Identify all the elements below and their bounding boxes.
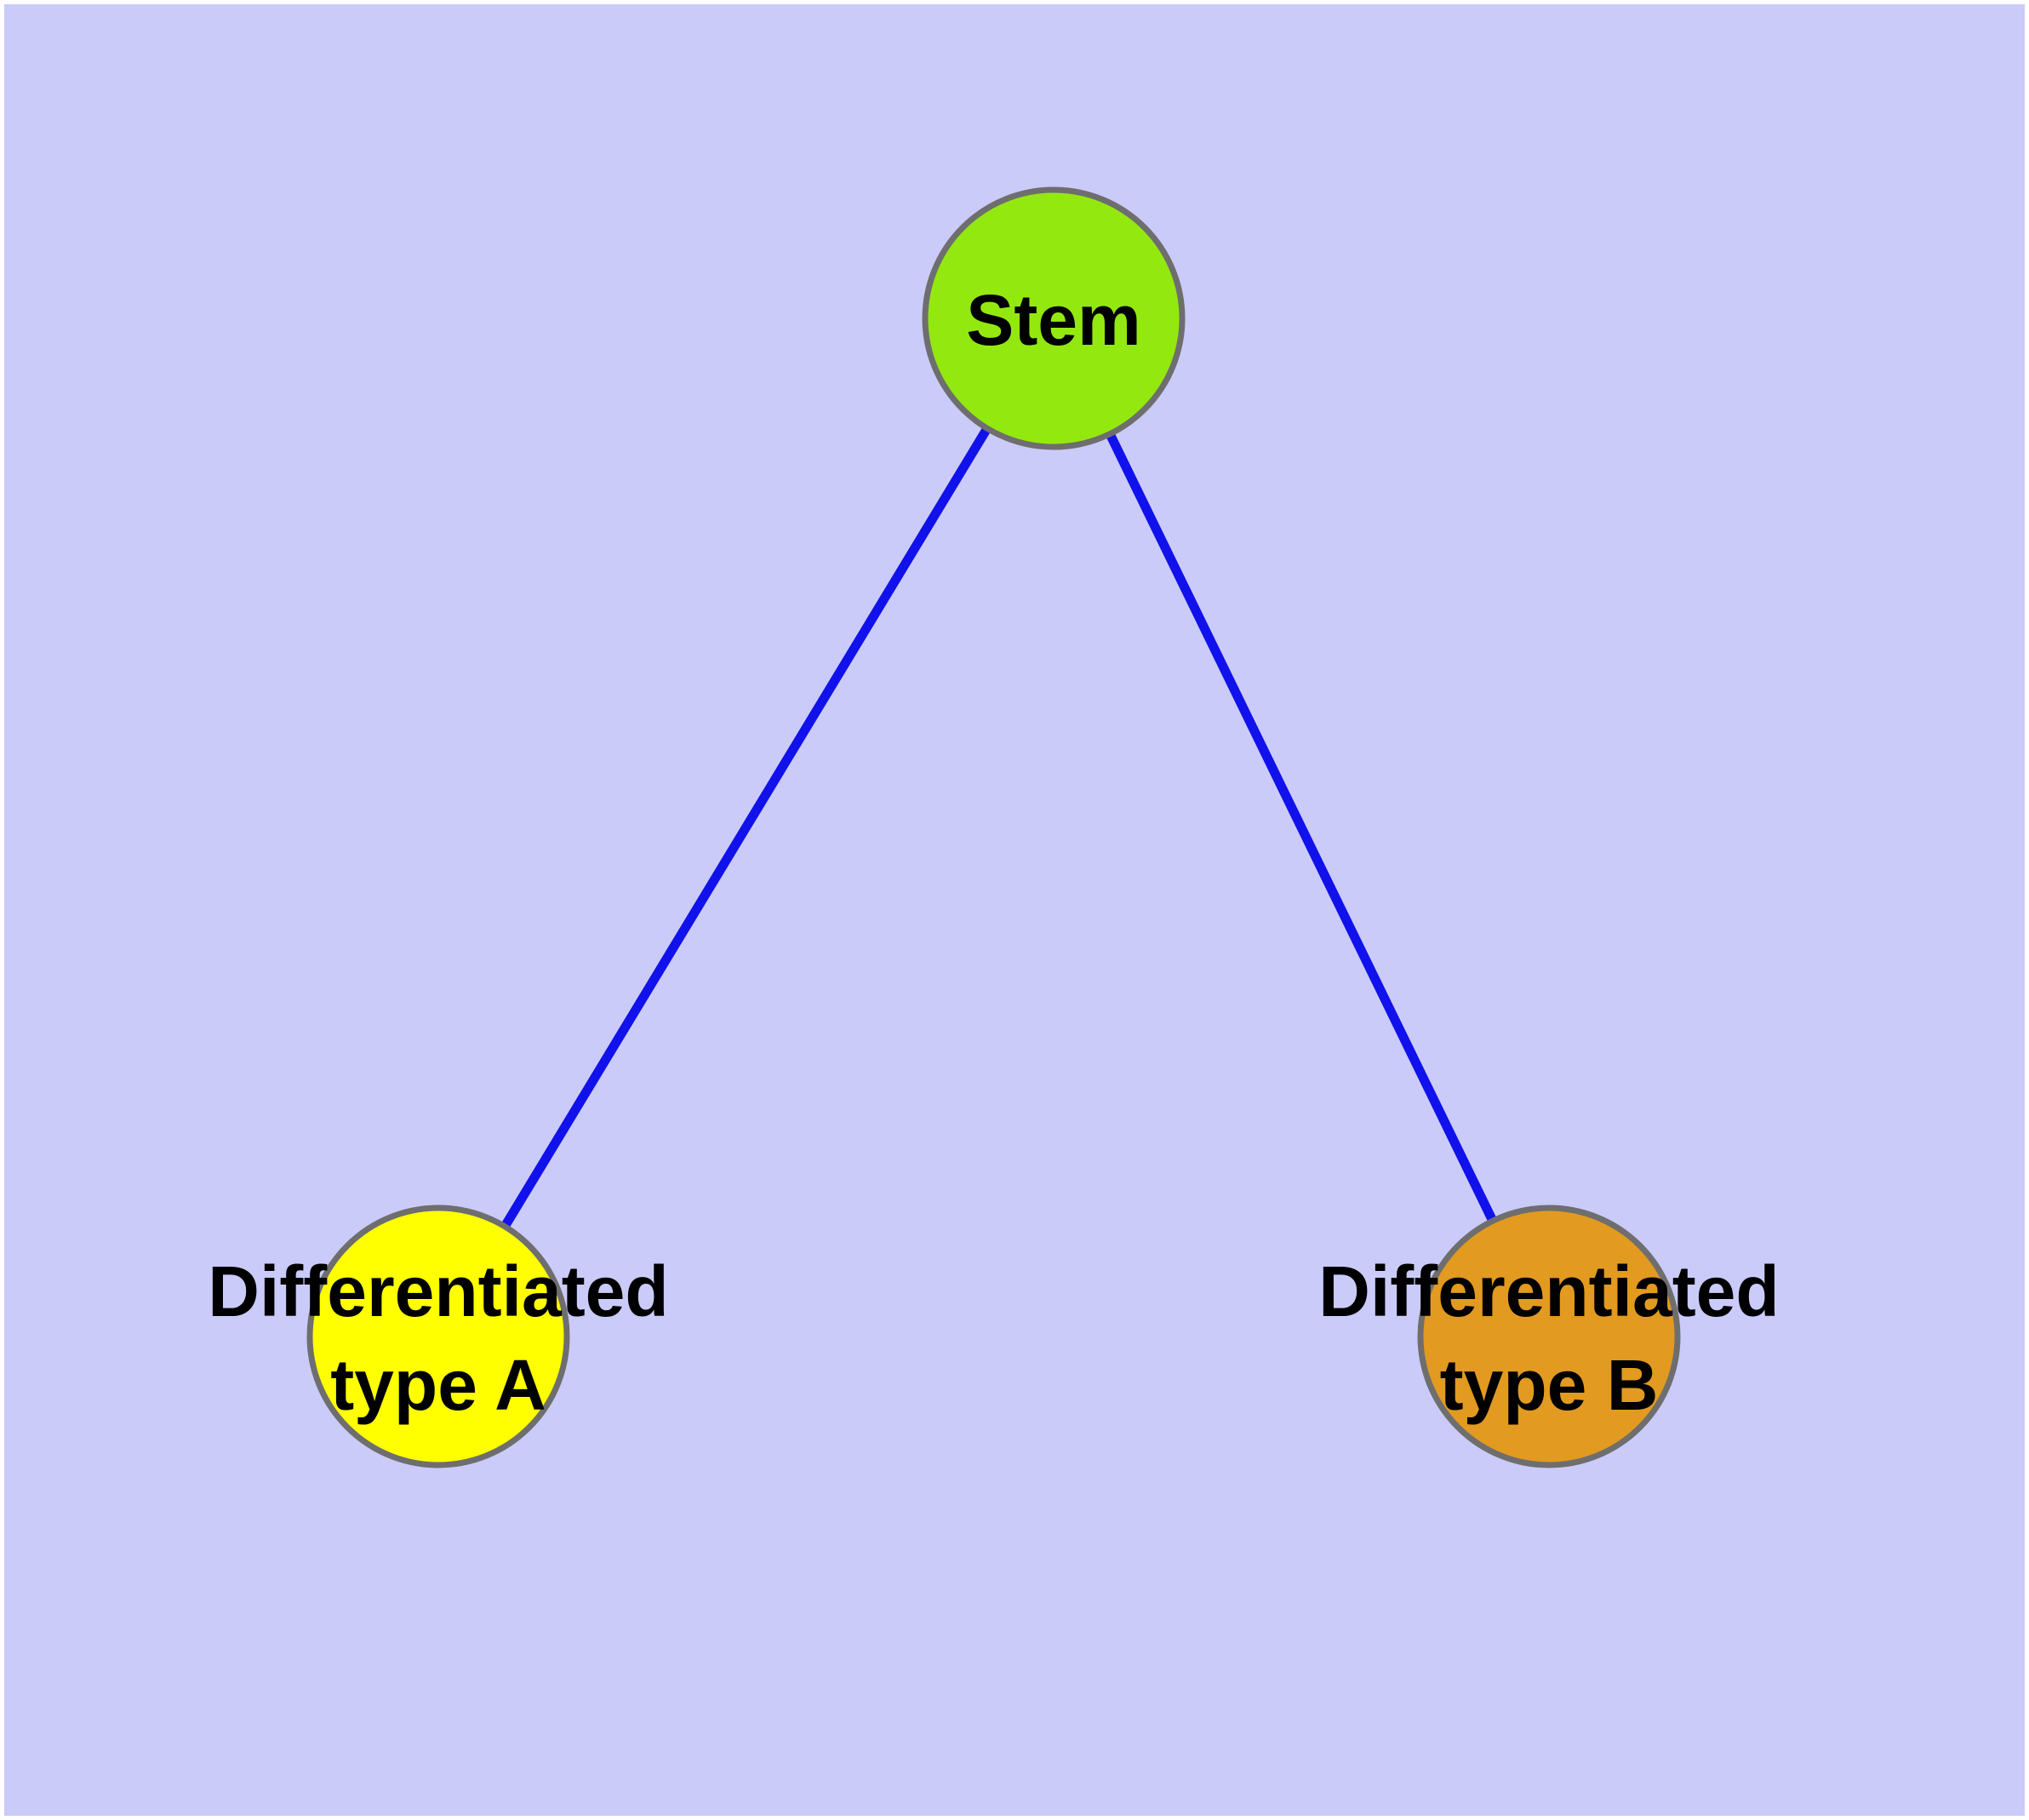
node-differentiated-type-a[interactable] — [306, 1205, 570, 1468]
node-stem[interactable] — [922, 186, 1186, 450]
node-type-a-label-line2: type A — [330, 1345, 546, 1425]
edge-stem-to-type-a — [434, 316, 1058, 1339]
node-type-b-label-line2: type B — [1440, 1345, 1659, 1425]
node-stem-label: Stem — [966, 280, 1140, 360]
node-type-b-label-line1: Differentiated — [1318, 1251, 1779, 1331]
edge-stem-to-type-b — [1049, 316, 1553, 1339]
node-differentiated-type-b[interactable] — [1417, 1205, 1681, 1468]
node-type-a-label-line1: Differentiated — [208, 1251, 668, 1331]
